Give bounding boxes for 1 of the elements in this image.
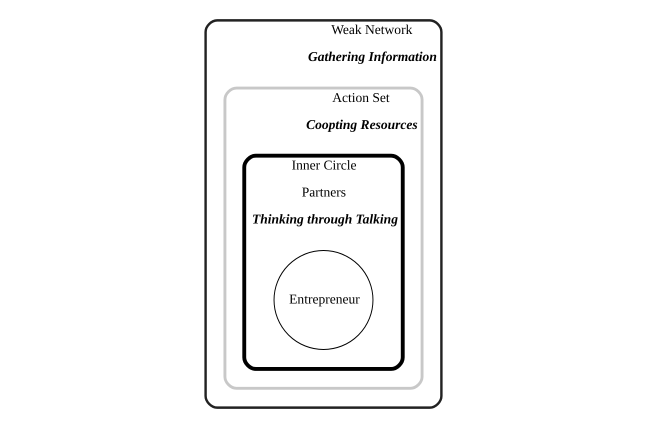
node-circle: Entrepreneur xyxy=(273,250,373,350)
